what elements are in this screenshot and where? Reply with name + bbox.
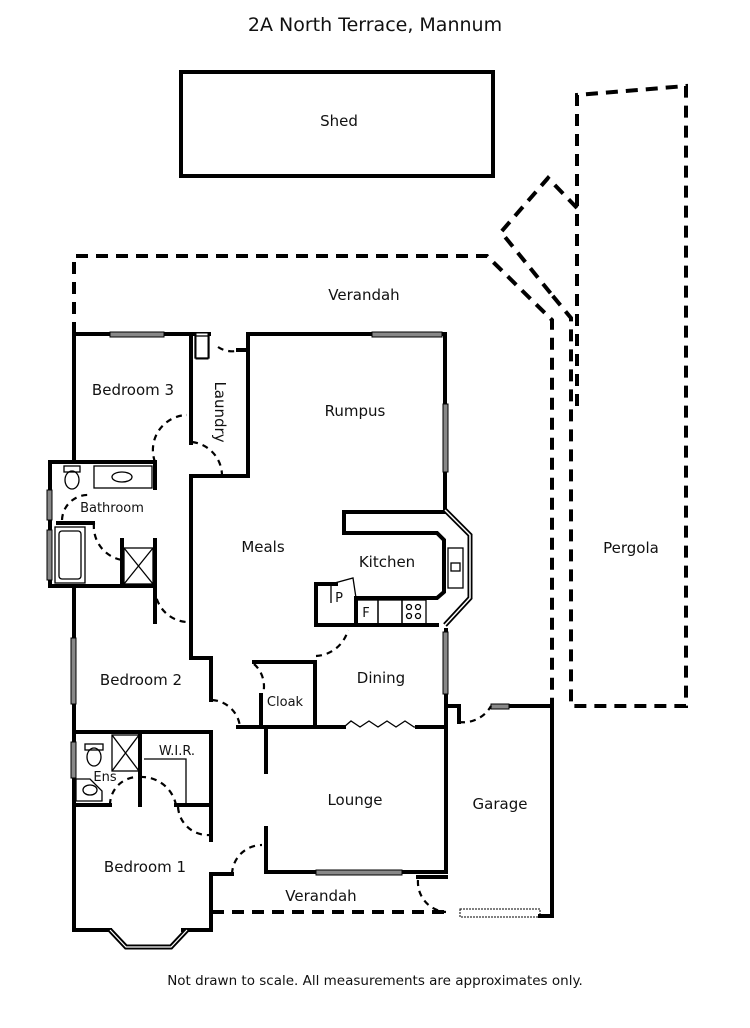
plan-title: 2A North Terrace, Mannum: [247, 14, 503, 36]
rear-verandah-outline: [72, 254, 554, 706]
room-label-wir: W.I.R.: [159, 744, 195, 759]
house-walls: [48, 332, 554, 932]
room-label-cloak: Cloak: [267, 695, 304, 710]
room-label-bedroom1: Bedroom 1: [104, 858, 186, 876]
room-label-bathroom: Bathroom: [80, 501, 144, 516]
door-swings: [60, 346, 492, 914]
room-label-meals: Meals: [241, 538, 285, 556]
room-label-garage: Garage: [473, 795, 528, 813]
room-label-fridge: F: [362, 606, 369, 621]
bedroom1-bay-window: [108, 928, 189, 950]
room-label-rumpus: Rumpus: [325, 402, 386, 420]
room-label-laundry: Laundry: [211, 381, 229, 442]
sliding-door: [343, 720, 417, 728]
room-label-bedroom2: Bedroom 2: [100, 671, 182, 689]
room-label-kitchen: Kitchen: [359, 553, 415, 571]
room-label-bedroom3: Bedroom 3: [92, 381, 174, 399]
room-label-pergola: Pergola: [603, 539, 659, 557]
room-label-pantry: P: [335, 591, 343, 606]
room-label-verandah-front: Verandah: [285, 887, 356, 905]
room-label-ensuite: Ens: [93, 770, 116, 785]
fixtures: [54, 335, 464, 803]
shed-outline: [179, 70, 495, 178]
disclaimer: Not drawn to scale. All measurements are…: [167, 973, 583, 989]
windows: [46, 331, 541, 918]
kitchen-bay-window: [443, 508, 473, 627]
room-label-lounge: Lounge: [327, 791, 382, 809]
room-label-shed: Shed: [320, 112, 358, 130]
pergola-outline: [498, 83, 688, 708]
room-label-verandah-rear: Verandah: [328, 286, 399, 304]
room-label-dining: Dining: [357, 669, 405, 687]
